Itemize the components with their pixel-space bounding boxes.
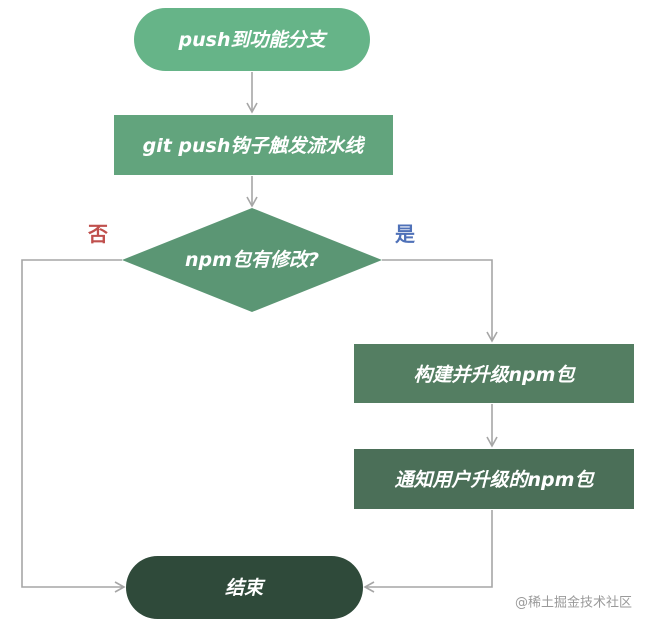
edge-decision-yes-to-build [382,259,498,343]
decision-node: npm包有修改? [122,208,382,312]
start-node: push到功能分支 [134,8,370,71]
edge-notify-to-end [363,510,493,593]
notify-node-label: 通知用户升级的npm包 [395,469,596,491]
yes-label: 是 [394,222,415,246]
pipeline-node: git push钩子触发流水线 [114,115,393,175]
build-node: 构建并升级npm包 [354,344,634,403]
start-node-label: push到功能分支 [178,29,329,51]
watermark: @稀土掘金技术社区 [515,595,632,611]
end-node-label: 结束 [225,577,266,599]
no-label: 否 [87,222,108,246]
build-node-label: 构建并升级npm包 [414,364,577,386]
end-node: 结束 [126,556,363,619]
edge-decision-no-to-end [21,259,126,593]
decision-node-label: npm包有修改? [185,249,319,271]
notify-node: 通知用户升级的npm包 [354,449,634,509]
pipeline-node-label: git push钩子触发流水线 [143,135,366,157]
